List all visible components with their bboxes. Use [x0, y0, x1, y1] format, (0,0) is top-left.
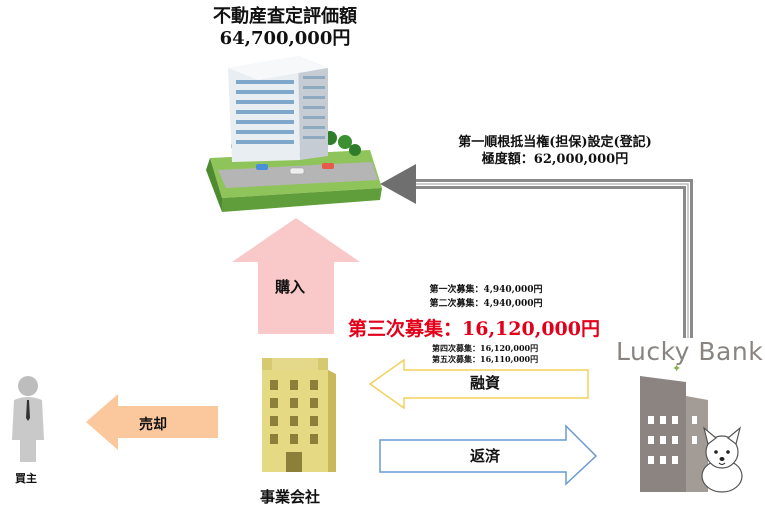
property-valuation: 不動産査定評価額 64,700,000円: [180, 6, 390, 50]
dog-mascot-icon: [701, 426, 743, 493]
round-1: 第一次募集：4,940,000円: [429, 285, 543, 295]
lien-registration: 第一順根抵当権(担保)設定(登記) 極度額：62,000,000円: [405, 134, 705, 168]
purchase-label: 購入: [274, 278, 305, 296]
property-value: 64,700,000円: [219, 28, 351, 49]
rounds-later: 第四次募集：16,120,000円 第五次募集：16,110,000円: [432, 343, 572, 365]
lucky-bank-logo: Lucky Bank: [616, 337, 765, 366]
loan-arrow: [368, 358, 589, 410]
lucky-bank-name: Lucky Bank: [616, 337, 764, 366]
round-3-highlight: 第三次募集：16,120,000円: [348, 318, 600, 340]
round-2: 第二次募集：4,940,000円: [429, 299, 543, 309]
sale-label: 売却: [139, 417, 167, 433]
round-4: 第四次募集：16,120,000円: [432, 343, 539, 353]
purchase-arrow: [232, 218, 360, 334]
rounds-earlier: 第一次募集：4,940,000円 第二次募集：4,940,000円: [386, 283, 586, 311]
repay-label: 返済: [469, 447, 500, 465]
office-building-icon: [262, 358, 336, 472]
company-label: 事業会社: [259, 488, 320, 506]
building-property-icon: [206, 56, 382, 212]
leaf-icon: ✦: [672, 362, 682, 375]
repay-arrow: [379, 424, 598, 486]
person-icon: [12, 376, 44, 462]
lien-limit: 極度額：62,000,000円: [481, 152, 629, 167]
sale-arrow: [86, 394, 218, 450]
buyer-label: 買主: [15, 472, 37, 485]
lien-arrow: [380, 164, 693, 338]
lien-title: 第一順根抵当権(担保)設定(登記): [458, 135, 652, 150]
lender-building-icon: [640, 376, 708, 492]
round-5: 第五次募集：16,110,000円: [432, 354, 539, 364]
property-title: 不動産査定評価額: [213, 6, 357, 27]
loan-label: 融資: [469, 374, 500, 392]
